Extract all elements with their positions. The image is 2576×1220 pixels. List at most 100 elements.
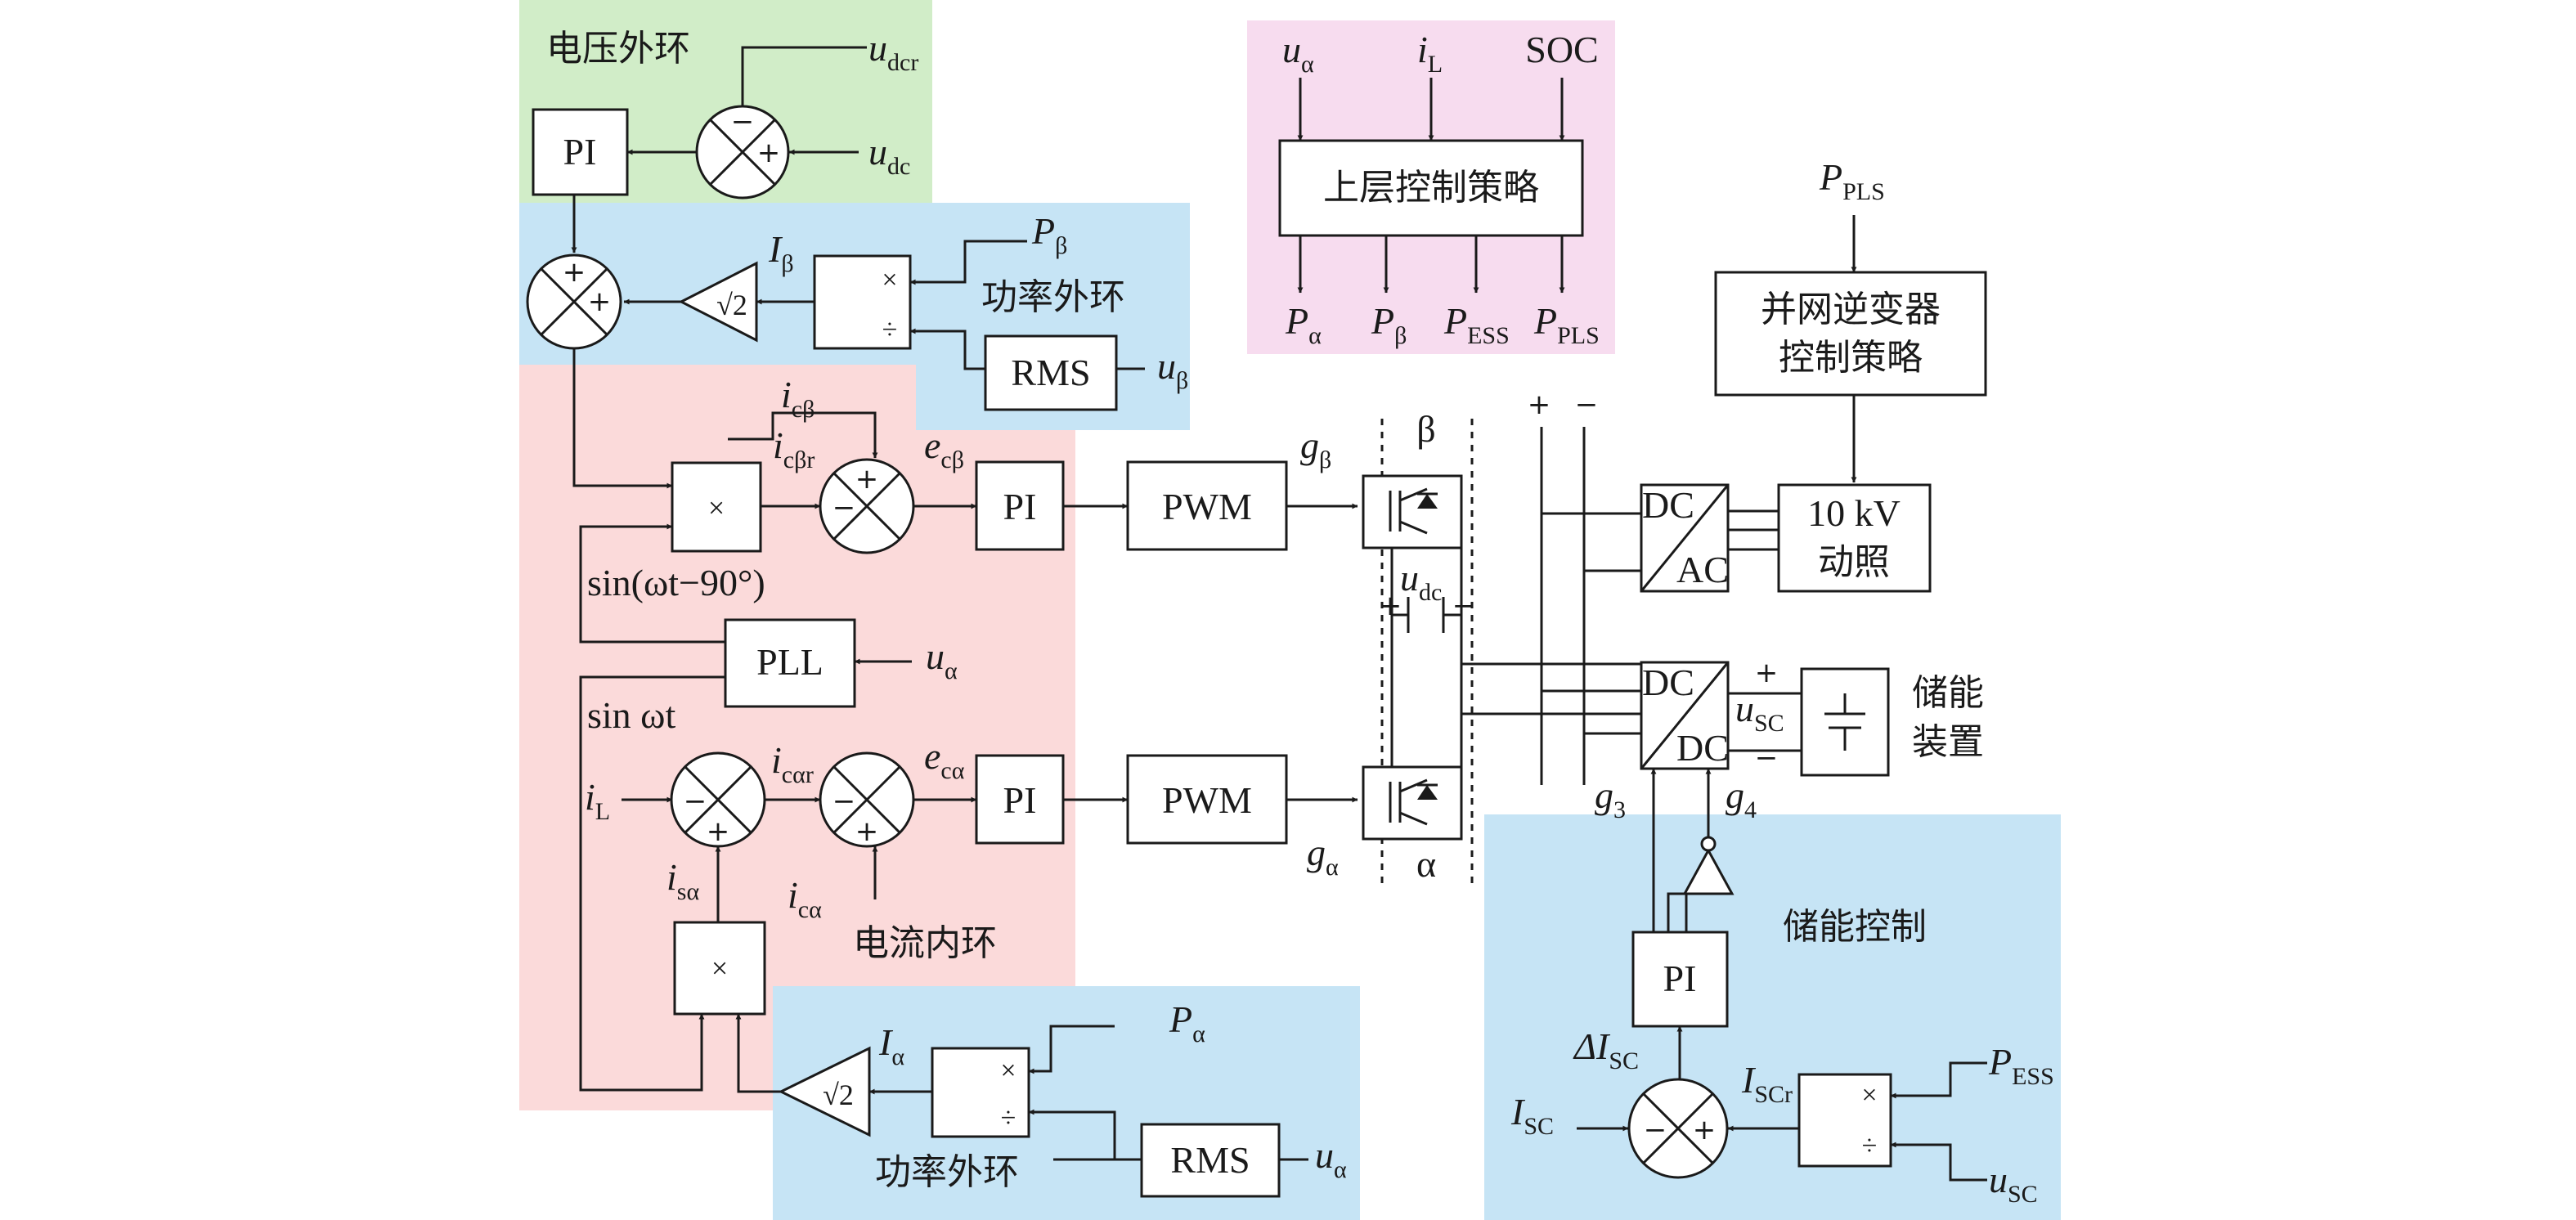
mult-div-alpha-div: ÷ — [1001, 1103, 1016, 1133]
grid-inverter-strategy-line2: 控制策略 — [1779, 337, 1923, 379]
svg-text:+: + — [855, 463, 879, 496]
igbt-switch-alpha — [1362, 765, 1463, 841]
current-inner-loop-title: 电流内环 — [853, 922, 997, 964]
I-SCr-label: ISCr — [1741, 1059, 1793, 1108]
upper-soc-label: SOC — [1525, 29, 1598, 70]
phase-beta-label: β — [1416, 408, 1435, 450]
svg-text:−: − — [684, 785, 707, 818]
rms-alpha-label: RMS — [1170, 1139, 1250, 1181]
out-P-beta-label: Pβ — [1371, 300, 1407, 349]
u-dc-label: udc — [868, 131, 910, 180]
i-L-label: iL — [585, 776, 610, 825]
e-cbeta-label: ecβ — [924, 424, 964, 473]
cap-plus: + — [1379, 590, 1402, 622]
g4-label: g4 — [1726, 774, 1757, 823]
dcac-bottom-label: AC — [1676, 549, 1729, 590]
storage-device-line2: 装置 — [1912, 721, 1984, 763]
P-alpha-label: Pα — [1169, 998, 1205, 1047]
out-P-ESS-label: PESS — [1443, 300, 1510, 349]
svg-text:+: + — [563, 256, 586, 289]
pwm-beta-block — [1126, 460, 1288, 551]
I-beta-label: Iβ — [768, 228, 794, 277]
pwm-beta-label: PWM — [1162, 486, 1252, 527]
e-calpha-label: ecα — [924, 735, 965, 784]
summer-alpha-ref: − + — [670, 751, 766, 848]
u-SC-minus: − — [1755, 742, 1779, 774]
mult-alpha-label: × — [711, 952, 728, 985]
u-SC-label: uSC — [1735, 688, 1784, 737]
svg-text:−: − — [832, 785, 856, 818]
rms-alpha-block — [1140, 1123, 1281, 1198]
upper-u-alpha-label: uα — [1282, 29, 1314, 78]
mult-div-alpha-mul: × — [1000, 1056, 1016, 1086]
storage-device-line1: 储能 — [1912, 672, 1984, 714]
dcdc-bottom-label: DC — [1676, 727, 1729, 769]
pll-block — [724, 618, 856, 708]
dc-bus-minus: − — [1575, 388, 1599, 421]
grid-inverter-strategy-block — [1714, 271, 1987, 397]
load-block — [1777, 483, 1932, 593]
mult-div-beta-block — [813, 254, 912, 350]
svg-text:+: + — [855, 815, 879, 848]
out-P-alpha-label: Pα — [1285, 300, 1322, 349]
svg-text:+: + — [1693, 1114, 1717, 1146]
svg-text:√2: √2 — [716, 289, 747, 321]
rms-beta-block — [984, 334, 1118, 411]
mult-div-beta-mul: × — [882, 265, 897, 295]
storage-device-block — [1800, 667, 1890, 777]
out-P-PLS-label: PPLS — [1533, 300, 1600, 349]
storage-control-region — [1484, 814, 2061, 1220]
dcdc-top-label: DC — [1642, 662, 1694, 703]
grid-inverter-strategy-line1: 并网逆变器 — [1761, 289, 1941, 330]
sin-shift-label: sin(ωt−90°) — [587, 562, 765, 603]
pi-alpha-label: PI — [1003, 779, 1037, 821]
g3-label: g3 — [1595, 774, 1626, 823]
wires — [571, 46, 1987, 1182]
mult-beta-label: × — [708, 491, 725, 524]
load-line2: 动照 — [1818, 541, 1890, 583]
upper-i-L-label: iL — [1417, 29, 1443, 78]
not-gate — [1682, 836, 1735, 895]
u-dcr-label: udcr — [868, 27, 918, 76]
pwm-alpha-block — [1126, 754, 1288, 845]
load-line1: 10 kV — [1807, 492, 1901, 534]
pi-voltage-label: PI — [563, 131, 597, 173]
upper-strategy-label: 上层控制策略 — [1323, 167, 1539, 209]
u-SC-plus: + — [1755, 657, 1779, 689]
power-outer-loop-beta-title: 功率外环 — [981, 276, 1125, 318]
u-beta-label: uβ — [1157, 345, 1188, 394]
sqrt2-gain-beta: √2 — [678, 261, 758, 343]
pi-beta-block — [975, 460, 1065, 551]
summer-voltage-plus: + — [757, 137, 781, 169]
pi-beta-label: PI — [1003, 486, 1037, 527]
svg-text:+: + — [588, 285, 612, 318]
pi-voltage-block — [532, 108, 629, 196]
dcac-top-label: DC — [1642, 484, 1694, 526]
svg-text:√2: √2 — [823, 1079, 854, 1111]
summer-alpha-error: − + — [819, 751, 915, 848]
phase-alpha-label: α — [1416, 843, 1436, 885]
u-SC-in-label: uSC — [1989, 1159, 2038, 1208]
upper-strategy-block — [1278, 139, 1584, 237]
P-beta-label: Pβ — [1031, 210, 1067, 259]
svg-text:+: + — [707, 815, 730, 848]
i-calpha-label: icα — [788, 874, 822, 923]
summer-beta-current-ref: + + — [526, 253, 622, 350]
pi-storage-label: PI — [1663, 958, 1697, 999]
storage-control-title: 储能控制 — [1783, 906, 1927, 948]
g-beta-label: gβ — [1300, 424, 1331, 473]
delta-I-SC-label: ΔISC — [1573, 1025, 1639, 1074]
mult-div-alpha-block — [931, 1047, 1030, 1138]
i-car-label: icαr — [771, 739, 814, 788]
I-SC-label: ISC — [1510, 1091, 1554, 1140]
u-dc-bus-label: udc — [1400, 557, 1442, 606]
svg-text:−: − — [832, 491, 856, 524]
P-ESS-label: PESS — [1988, 1041, 2054, 1090]
u-alpha-rms-label: uα — [1315, 1134, 1347, 1183]
sin-wt-label: sin ωt — [587, 694, 675, 736]
mult-div-storage-block — [1797, 1073, 1892, 1168]
summer-beta-error: + − — [819, 458, 915, 554]
summer-voltage-minus: − — [731, 105, 755, 138]
pi-alpha-block — [975, 754, 1065, 845]
